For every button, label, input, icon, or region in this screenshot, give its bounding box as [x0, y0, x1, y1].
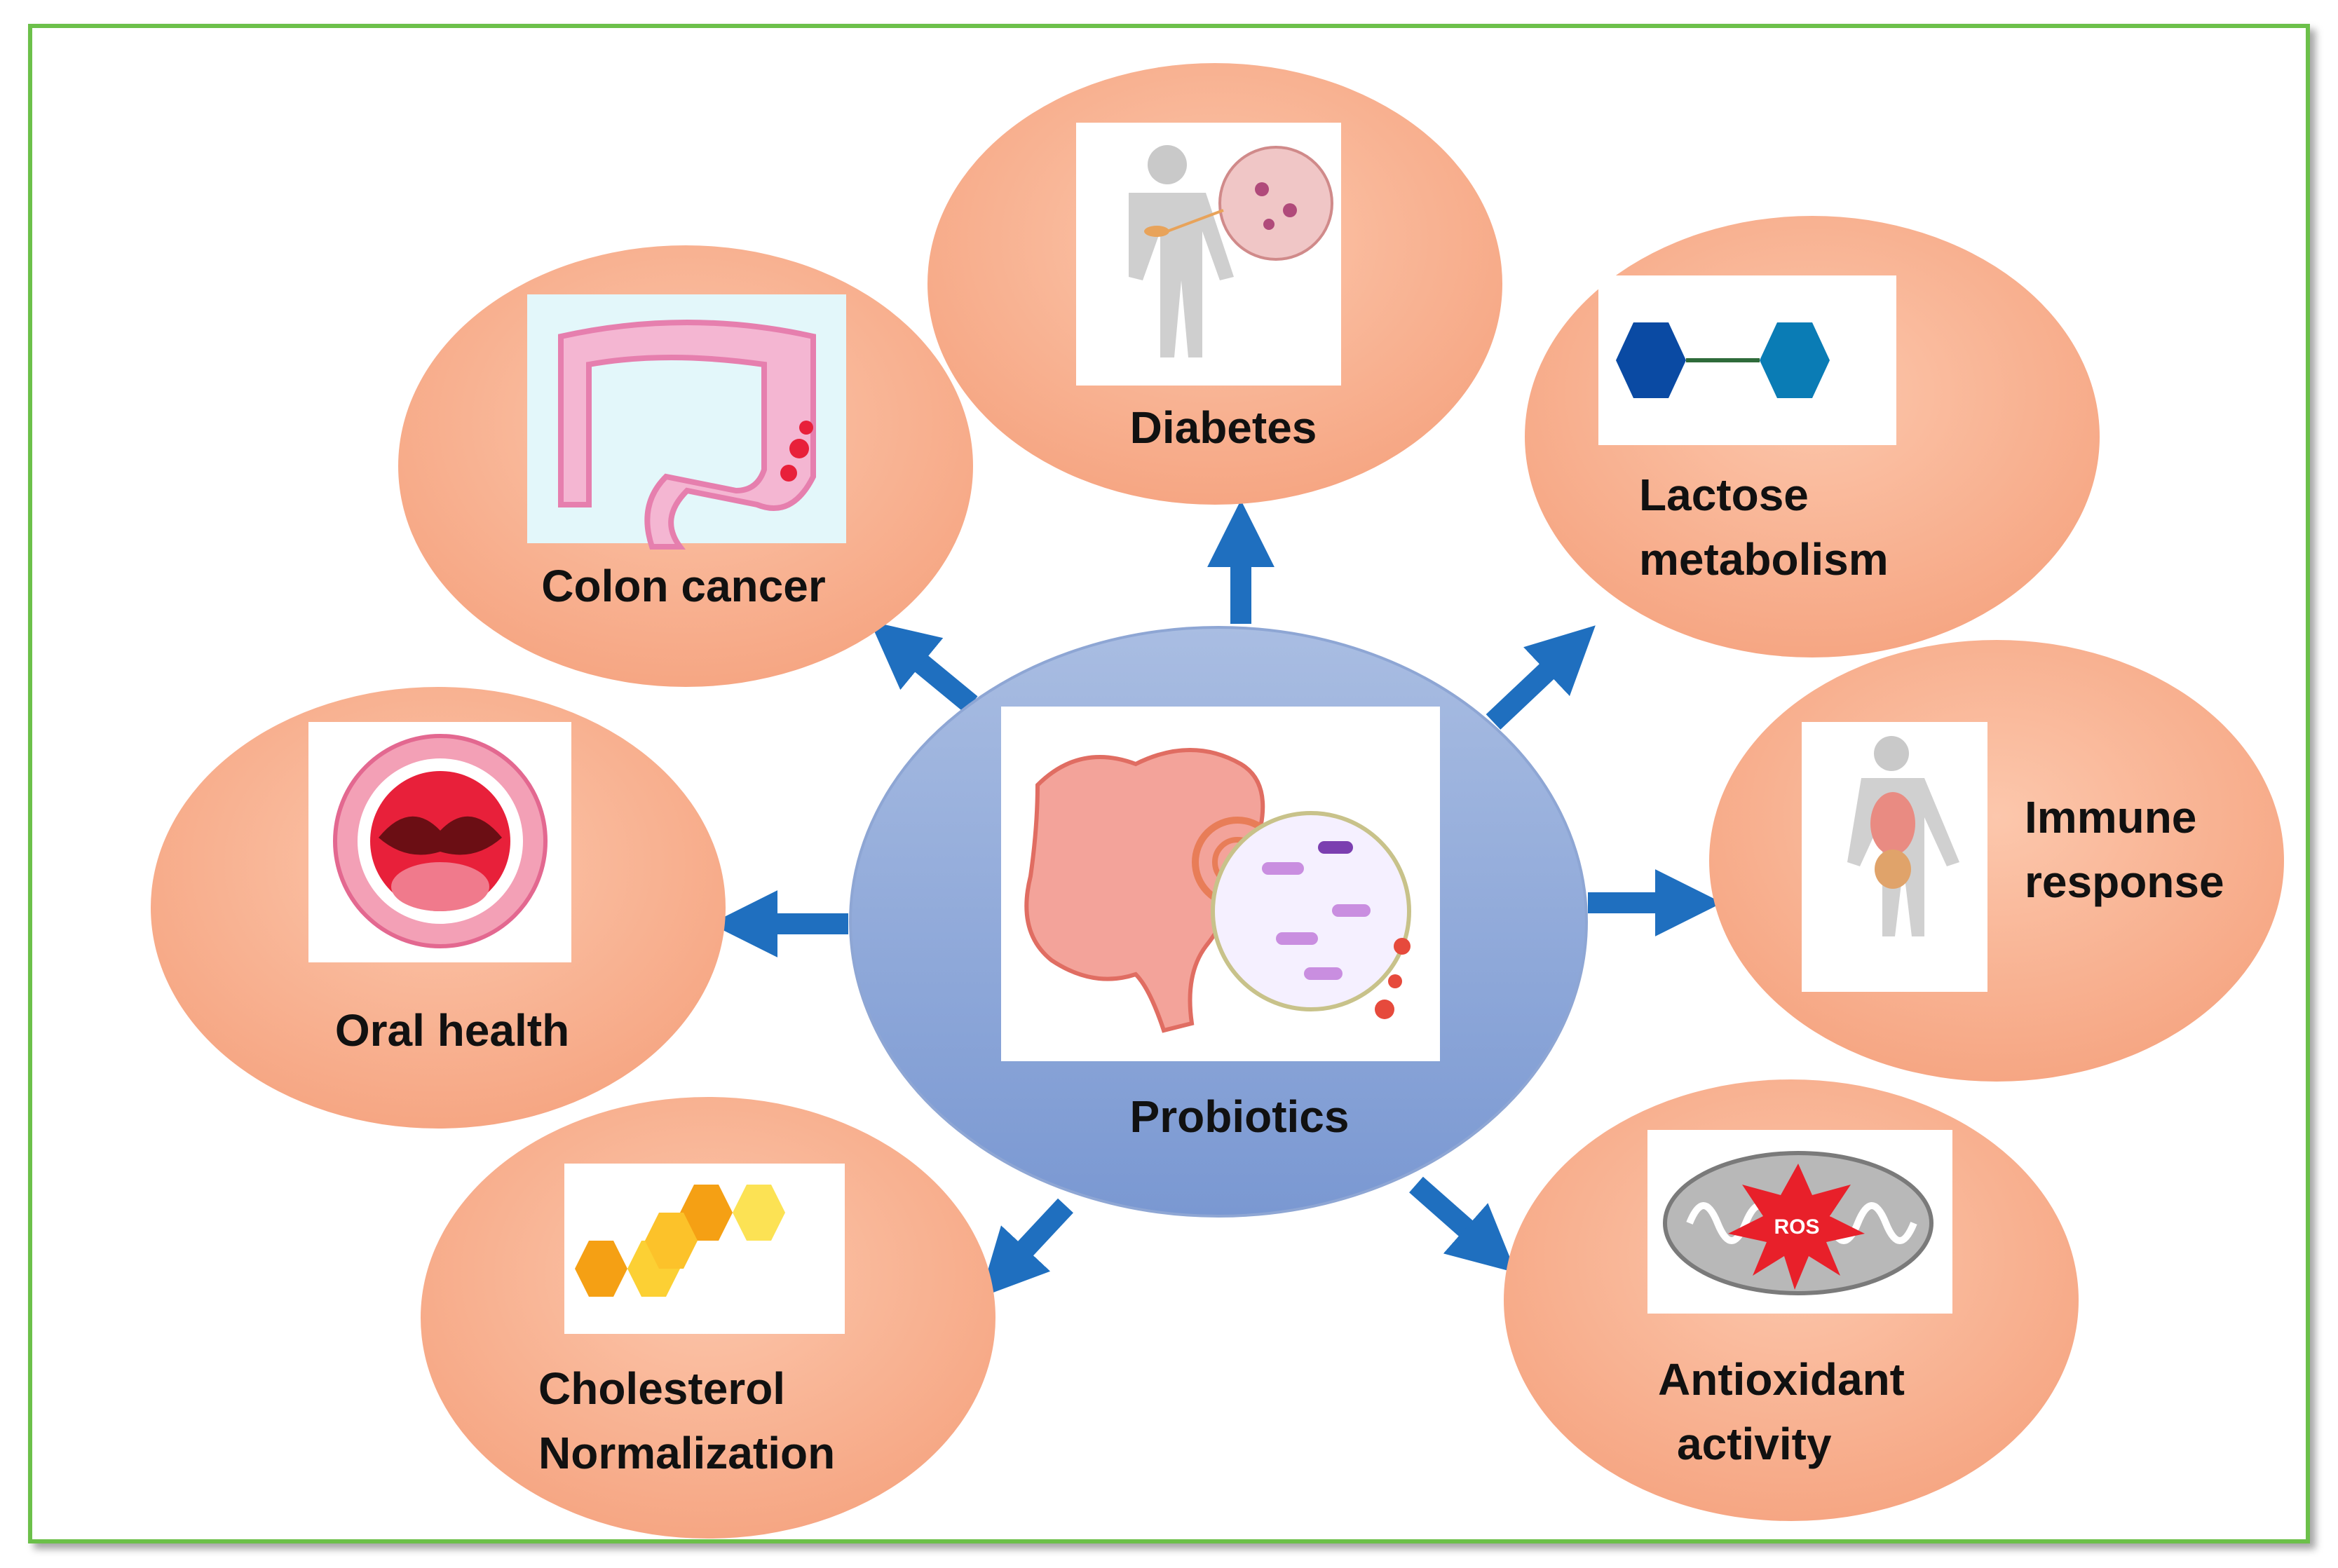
node-lactose: Lactose metabolism	[1525, 216, 2100, 657]
node-colon: Colon cancer	[398, 245, 973, 687]
label-antioxidant: Antioxidant activity	[1658, 1354, 1917, 1469]
human-body-organs-icon	[1847, 736, 1959, 936]
label-immune: Immune response	[2025, 792, 2224, 907]
node-antioxidant: ROS Antioxidant activity	[1504, 1079, 2079, 1521]
label-colon: Colon cancer	[541, 561, 825, 611]
cholesterol-molecule-icon	[575, 1185, 785, 1297]
open-mouth-icon	[333, 734, 548, 948]
label-cholesterol: Cholesterol Normalization	[538, 1363, 835, 1478]
node-oral: Oral health	[151, 687, 726, 1129]
human-body-pancreas-icon	[1129, 145, 1333, 357]
colon-icon	[558, 320, 816, 550]
center-label: Probiotics	[1130, 1091, 1350, 1142]
intestine-bacteria-icon	[1024, 748, 1411, 1033]
arrow-to-colon	[869, 621, 978, 713]
arrow-to-lactose	[1486, 625, 1596, 730]
label-diabetes: Diabetes	[1130, 402, 1317, 453]
ros-starburst-icon	[1728, 1164, 1865, 1290]
arrows	[710, 500, 1722, 1298]
ros-badge: ROS	[1774, 1215, 1819, 1239]
label-oral: Oral health	[335, 1005, 569, 1056]
label-lactose: Lactose metabolism	[1639, 470, 1889, 585]
lactose-molecule-icon	[1616, 322, 1830, 398]
node-cholesterol: Cholesterol Normalization	[421, 1097, 995, 1539]
node-immune: Immune response	[1709, 640, 2284, 1082]
center-node: Probiotics	[849, 626, 1588, 1218]
arrow-to-cholesterol	[979, 1198, 1073, 1298]
mitochondrion-icon	[1663, 1151, 1933, 1295]
arrow-to-antioxidant	[1409, 1176, 1516, 1273]
node-diabetes: Diabetes	[927, 63, 1502, 505]
